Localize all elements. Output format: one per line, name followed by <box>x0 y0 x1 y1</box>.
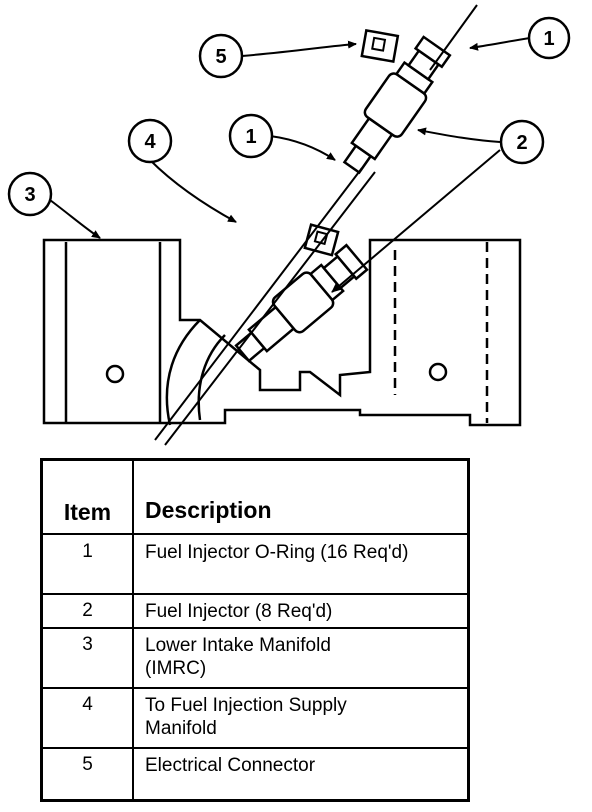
electrical-connector-lower <box>303 223 340 257</box>
callout-3: 3 <box>7 171 53 217</box>
callout-2: 2 <box>499 119 545 165</box>
svg-text:4: 4 <box>144 131 156 153</box>
legend-item-number: 5 <box>82 754 93 775</box>
legend-header-row: Item Description <box>43 461 467 535</box>
electrical-connector-upper <box>360 28 400 64</box>
fuel-supply-lines <box>154 4 478 446</box>
callout-leaders <box>49 37 531 293</box>
svg-text:1: 1 <box>543 28 554 50</box>
legend-column-divider <box>132 461 134 799</box>
callout-1-upper: 1 <box>527 16 571 60</box>
legend-header-description: Description <box>145 497 272 523</box>
fuel-injector-lower <box>234 243 369 363</box>
svg-text:3: 3 <box>24 184 35 206</box>
legend-item-description: Lower Intake Manifold (IMRC) <box>145 635 331 679</box>
legend-item-number: 3 <box>82 634 93 655</box>
legend-item-description: Electrical Connector <box>145 755 316 776</box>
legend-row: 5 Electrical Connector <box>43 749 467 799</box>
legend-item-number: 2 <box>82 600 93 621</box>
svg-text:1: 1 <box>245 126 256 148</box>
legend-item-description: To Fuel Injection Supply Manifold <box>145 695 347 739</box>
fuel-injector-diagram: 1 2 3 4 5 1 <box>7 4 571 446</box>
legend-row: 3 Lower Intake Manifold (IMRC) <box>43 629 467 689</box>
legend-table: Item Description 1 Fuel Injector O-Ring … <box>40 458 470 802</box>
legend-item-number: 4 <box>82 694 93 715</box>
svg-text:5: 5 <box>215 46 226 68</box>
legend-header-item: Item <box>63 499 112 525</box>
legend-row: 4 To Fuel Injection Supply Manifold <box>43 689 467 749</box>
legend-item-description: Fuel Injector (8 Req'd) <box>145 601 333 622</box>
legend-item-description: Fuel Injector O-Ring (16 Req'd) <box>145 542 409 563</box>
callout-1-lower: 1 <box>228 113 274 159</box>
callout-5: 5 <box>198 33 244 79</box>
legend-row: 1 Fuel Injector O-Ring (16 Req'd) <box>43 533 467 595</box>
lower-intake-manifold <box>42 238 522 427</box>
legend-row: 2 Fuel Injector (8 Req'd) <box>43 595 467 629</box>
legend-item-number: 1 <box>82 541 93 562</box>
callout-4: 4 <box>127 118 173 164</box>
fuel-injector-upper <box>342 35 452 175</box>
svg-text:2: 2 <box>516 132 527 154</box>
